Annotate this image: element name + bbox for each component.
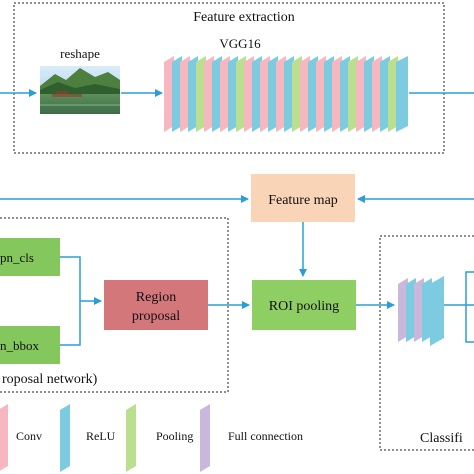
feature-map-block: Feature map <box>0 174 474 277</box>
vgg-layer <box>228 56 238 132</box>
legend-pooling-swatch <box>126 404 136 472</box>
vgg-layer <box>364 56 374 132</box>
vgg-layer <box>340 56 350 132</box>
vgg-layer <box>252 56 262 132</box>
vgg-layer <box>324 56 334 132</box>
legend-relu-swatch <box>60 404 70 472</box>
rpn-section-label: roposal network) <box>2 372 98 387</box>
vgg16-label: VGG16 <box>219 36 261 51</box>
fc-layer <box>430 276 444 346</box>
classifier-border <box>379 235 474 451</box>
vgg-layer <box>164 56 174 132</box>
rpn-bbox-box <box>0 326 60 364</box>
rpn-section: pn_cls n_bbox Region proposal roposal ne… <box>0 217 250 393</box>
legend-pooling: Pooling <box>126 404 193 472</box>
region-proposal-label-line1: Region <box>136 290 176 305</box>
vgg-layer <box>372 56 382 132</box>
vgg-layer <box>276 56 286 132</box>
vgg-layer <box>300 56 310 132</box>
fc-layer <box>422 278 432 342</box>
feature-extraction-section: Feature extraction reshape VGG16 <box>0 2 474 154</box>
feature-extraction-title: Feature extraction <box>193 10 294 25</box>
rpn-border <box>0 217 229 393</box>
classifier-output-box-edge <box>465 271 474 343</box>
roi-pooling-box <box>252 280 356 330</box>
vgg-layer <box>388 56 398 132</box>
fc-layer <box>406 278 416 342</box>
legend-conv: Conv <box>0 404 42 471</box>
legend-pooling-label: Pooling <box>156 429 193 443</box>
region-proposal-label-line2: proposal <box>132 309 180 324</box>
vgg-layer <box>332 56 342 132</box>
legend-conv-swatch <box>0 404 8 471</box>
legend-conv-label: Conv <box>16 429 42 443</box>
vgg-layer <box>180 56 190 132</box>
legend-relu-label: ReLU <box>86 429 116 443</box>
vgg-layer <box>316 56 326 132</box>
vgg16-layer-stack <box>164 56 408 132</box>
feature-extraction-border <box>13 2 445 154</box>
legend-full-connection-swatch <box>200 404 210 472</box>
vgg-layer <box>380 56 390 132</box>
rpn-bbox-label: n_bbox <box>0 338 40 353</box>
roi-pooling-block: ROI pooling <box>252 280 395 330</box>
legend-full-connection-label: Full connection <box>228 429 303 443</box>
fc-layer <box>398 278 408 342</box>
vgg-layer <box>268 56 278 132</box>
roi-pooling-label: ROI pooling <box>269 299 339 314</box>
classifier-section: Classifi <box>379 235 474 451</box>
legend: Conv ReLU Pooling Full connection <box>0 404 303 472</box>
vgg-layer <box>292 56 302 132</box>
vgg-layer <box>236 56 246 132</box>
feature-map-box <box>251 174 355 222</box>
reshape-label: reshape <box>60 46 100 61</box>
feature-map-label: Feature map <box>268 193 338 208</box>
classifier-layer-stack <box>398 276 444 346</box>
vgg-layer <box>220 56 230 132</box>
vgg-layer <box>196 56 206 132</box>
vgg-layer <box>396 56 408 132</box>
vgg-layer <box>244 56 254 132</box>
vgg-layer <box>212 56 222 132</box>
vgg-layer <box>204 56 214 132</box>
vgg-layer <box>308 56 318 132</box>
rpn-merge-connector <box>60 256 81 346</box>
vgg-layer <box>172 56 182 132</box>
vgg-layer <box>260 56 270 132</box>
fc-layer <box>414 278 424 342</box>
vgg-layer <box>188 56 198 132</box>
classifier-label: Classifi <box>420 431 463 446</box>
vgg-layer <box>348 56 358 132</box>
legend-relu: ReLU <box>60 404 116 472</box>
rpn-cls-label: pn_cls <box>0 250 34 265</box>
lake-photo-icon <box>40 66 120 114</box>
rpn-cls-box <box>0 238 60 276</box>
region-proposal-box <box>104 280 208 330</box>
vgg-layer <box>356 56 366 132</box>
legend-full-connection: Full connection <box>200 404 303 472</box>
vgg-layer <box>284 56 294 132</box>
